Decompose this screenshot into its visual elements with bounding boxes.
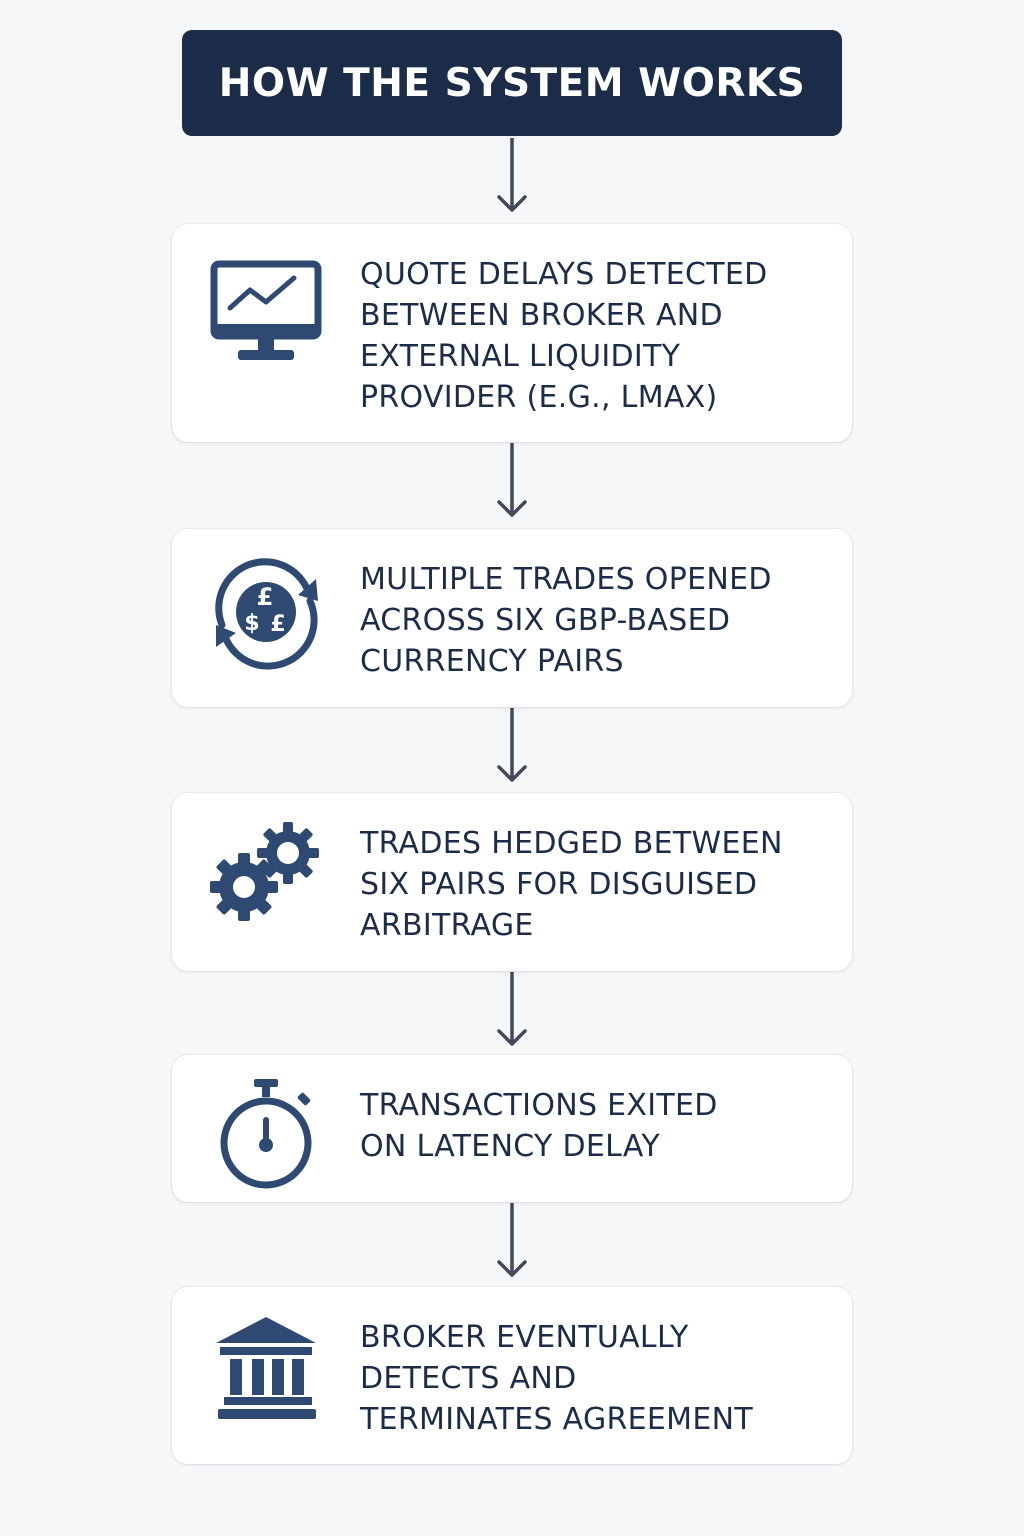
step-3-text: TRADES HEDGED BETWEEN SIX PAIRS FOR DISG… xyxy=(360,826,783,943)
step-2-text: MULTIPLE TRADES OPENED ACROSS SIX GBP-BA… xyxy=(360,562,772,679)
step-4-text: TRANSACTIONS EXITED ON LATENCY DELAY xyxy=(360,1088,718,1164)
gears-icon xyxy=(204,817,328,941)
step-card-2: £ $ £ MULTIPLE TRADES OPENED ACROSS SIX … xyxy=(172,529,852,707)
step-5-text: BROKER EVENTUALLY DETECTS AND TERMINATES… xyxy=(360,1320,753,1437)
pound-symbol-top: £ xyxy=(257,583,274,611)
flow-arrow-5 xyxy=(496,1203,528,1279)
step-card-3: TRADES HEDGED BETWEEN SIX PAIRS FOR DISG… xyxy=(172,793,852,971)
pound-symbol-bottom: £ xyxy=(270,612,285,637)
flow-arrow-4 xyxy=(496,972,528,1048)
step-card-5: BROKER EVENTUALLY DETECTS AND TERMINATES… xyxy=(172,1287,852,1464)
step-card-1: QUOTE DELAYS DETECTED BETWEEN BROKER AND… xyxy=(172,224,852,442)
stopwatch-icon xyxy=(204,1071,328,1195)
flow-arrow-1 xyxy=(496,138,528,214)
flow-arrow-3 xyxy=(496,708,528,784)
step-card-4: TRANSACTIONS EXITED ON LATENCY DELAY xyxy=(172,1055,852,1202)
bank-icon xyxy=(204,1309,328,1433)
currency-exchange-icon: £ $ £ xyxy=(204,551,328,675)
flow-arrow-2 xyxy=(496,443,528,519)
monitor-chart-icon xyxy=(204,256,328,380)
step-1-text: QUOTE DELAYS DETECTED BETWEEN BROKER AND… xyxy=(360,257,768,415)
diagram-title: HOW THE SYSTEM WORKS xyxy=(218,60,806,106)
title-banner: HOW THE SYSTEM WORKS xyxy=(182,30,842,136)
dollar-symbol: $ xyxy=(244,611,259,636)
